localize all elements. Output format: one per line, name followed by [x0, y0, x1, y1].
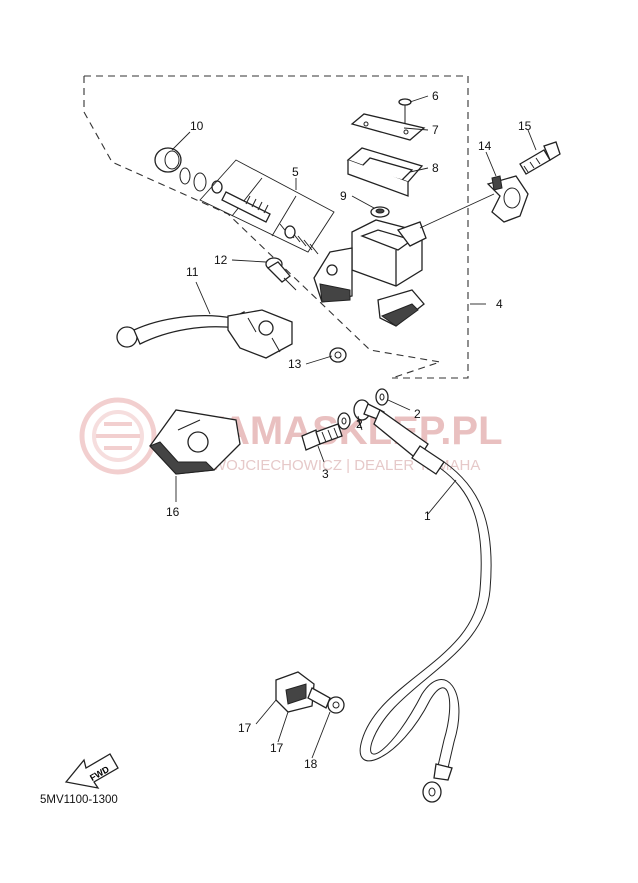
part-2-washers [337, 388, 389, 430]
leader-lines [171, 95, 537, 759]
part-8-diaphragm [346, 147, 424, 197]
part-7-cap [350, 113, 426, 141]
part-12-pivot-bolt [265, 257, 297, 291]
part-5-piston-kit [199, 159, 335, 255]
part-3-union-bolt [301, 423, 343, 451]
part-6-screw [398, 98, 412, 124]
callout-3: 3 [322, 467, 329, 481]
callout-15: 15 [518, 119, 532, 133]
part-11-lever [116, 309, 293, 359]
callout-16: 16 [166, 505, 180, 519]
part-15-bolt [519, 141, 561, 175]
part-1-brake-hose [353, 399, 492, 803]
callout-1: 1 [424, 509, 431, 523]
callout-18: 18 [304, 757, 318, 771]
callout-5: 5 [292, 165, 299, 179]
callout-7: 7 [432, 123, 439, 137]
callout-14: 14 [478, 139, 492, 153]
part-17-clamp [275, 671, 315, 713]
assembly-boundary [83, 75, 469, 379]
watermark-subtitle: WOJCIECHOWICZ | DEALER YAMAHA [212, 457, 480, 474]
callout-8: 8 [432, 161, 439, 175]
callout-11: 11 [186, 265, 199, 279]
watermark: YAMASKLEP.PL WOJCIECHOWICZ | DEALER YAMA… [79, 397, 503, 475]
callout-17a: 17 [238, 721, 252, 735]
watermark-brand: YAMASKLEP.PL [198, 409, 503, 453]
callout-13: 13 [288, 357, 302, 371]
callout-6: 6 [432, 89, 439, 103]
master-cylinder-body [313, 219, 427, 327]
part-10-boot [154, 147, 182, 173]
callout-4: 4 [496, 297, 503, 311]
part-14-holder [486, 175, 529, 223]
part-9-plate [370, 206, 390, 218]
diagram-code: 5MV1100-1300 [40, 794, 118, 806]
callout-9: 9 [340, 189, 347, 203]
piston-rings [179, 167, 223, 194]
fwd-arrow-icon: FWD [64, 753, 119, 789]
callout-17b: 17 [270, 741, 284, 755]
callouts: 1 2 2 3 4 5 6 7 8 9 10 11 12 13 14 15 16… [166, 89, 532, 771]
part-18-bolt [307, 687, 345, 714]
callout-2b: 2 [356, 417, 363, 431]
watermark-logo-icon [79, 397, 157, 475]
callout-12: 12 [214, 253, 228, 267]
part-16-cover [149, 409, 241, 475]
callout-10: 10 [190, 119, 204, 133]
callout-2a: 2 [414, 407, 421, 421]
part-13-nut [329, 347, 347, 363]
